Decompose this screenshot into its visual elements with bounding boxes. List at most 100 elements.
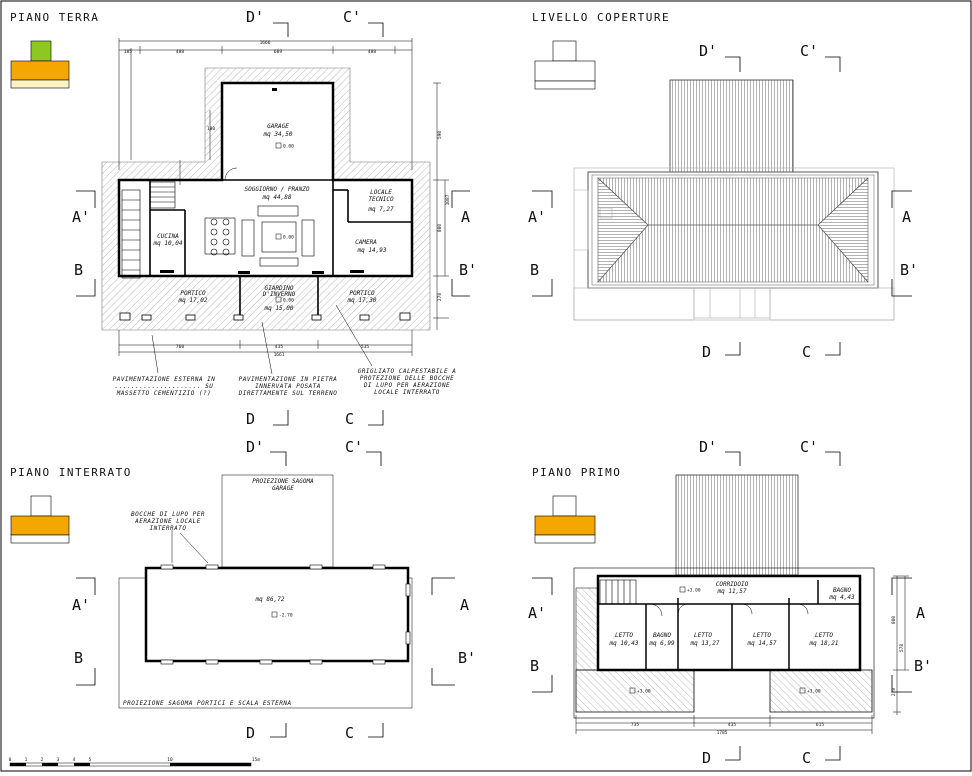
section-markers-terra [76,22,470,426]
light-wells [160,564,411,665]
svg-text:A': A' [72,208,90,226]
level-tag-garage: 0.00 [283,144,294,150]
section-labels-terra: D' C' A' B A B' D C [72,8,477,428]
room-portico-w-name: PORTICO [180,290,206,297]
svg-text:A: A [460,596,469,614]
svg-text:B': B' [458,649,476,667]
svg-text:800: 800 [437,224,443,232]
svg-text:3: 3 [57,757,60,763]
svg-text:15m: 15m [252,757,260,763]
svg-text:A: A [461,208,470,226]
portico-pillars [119,312,411,321]
ground-floor-stair [121,181,176,279]
svg-text:A: A [902,208,911,226]
room-giardino-area: mq 15,00 [264,305,294,312]
svg-text:mq 18,21: mq 18,21 [809,640,839,647]
svg-text:278: 278 [437,293,443,301]
room-camera-area: mq 14,93 [357,247,387,254]
garage-roof [669,79,794,173]
svg-text:PAVIMENTAZIONE ESTERNA IN: PAVIMENTAZIONE ESTERNA IN [113,376,216,383]
primo-title: PIANO PRIMO [532,466,621,479]
svg-text:1666: 1666 [260,40,271,46]
svg-text:C: C [345,724,354,742]
interior-walls [149,179,412,318]
section-labels-interrato: D' C' A' B A B' D C [72,438,476,742]
roof-porticos [573,189,895,321]
section-markers-roof [532,56,912,356]
svg-text:B: B [530,657,539,675]
svg-text:mq 13,27: mq 13,27 [690,640,720,647]
openings [160,88,364,274]
svg-text:PROIEZIONE SAGOMA: PROIEZIONE SAGOMA [252,478,314,485]
svg-text:D': D' [246,8,264,26]
svg-text:1661: 1661 [274,352,285,358]
svg-text:LETTO: LETTO [615,632,633,639]
svg-text:C: C [802,749,811,767]
svg-text:-2.70: -2.70 [279,613,293,619]
svg-text:180: 180 [207,126,215,132]
notes: PAVIMENTAZIONE ESTERNA IN ..............… [113,368,456,397]
svg-text:C: C [802,343,811,361]
level-tag-living: 0.00 [283,235,294,241]
svg-text:+3.00: +3.00 [687,588,701,594]
room-cucina-area: mq 10,04 [153,240,183,247]
section-labels-roof: D' C' A' B A B' D C [528,42,918,361]
livello-coperture-plan: LIVELLO COPERTURE [528,11,918,361]
svg-text:435: 435 [275,344,283,350]
svg-text:mq 10,43: mq 10,43 [609,640,639,647]
note-leaders [151,304,373,375]
svg-text:590: 590 [437,131,443,139]
svg-text:mq 4,43: mq 4,43 [828,594,855,601]
svg-text:DI LUPO PER AERAZIONE: DI LUPO PER AERAZIONE [363,382,450,389]
svg-text:C': C' [800,42,818,60]
primo-door-swings [649,603,809,617]
level-tag-giardino: 0.00 [283,298,294,304]
svg-text:1: 1 [25,757,28,763]
primo-roof-outline [573,567,875,719]
svg-text:D': D' [699,42,717,60]
room-camera-name: CAMERA [355,239,377,246]
svg-text:435: 435 [728,722,736,728]
room-giardino-name: GIARDINO [265,285,294,292]
svg-text:LETTO: LETTO [815,632,833,639]
primo-room-labels: CORRIDOIO mq 11,57 BAGNO mq 4,43 LETTO m… [609,581,855,647]
svg-text:185: 185 [124,49,132,55]
primo-interior-walls [598,580,860,670]
section-labels-primo: D' C' A' B A B' D C [528,438,932,767]
interrato-area: mq 86,72 [255,596,285,603]
svg-text:578: 578 [899,644,905,652]
svg-text:AERAZIONE LOCALE: AERAZIONE LOCALE [134,518,201,525]
svg-text:B: B [74,649,83,667]
level-tags: 0.00 0.00 0.00 [275,142,294,304]
svg-text:D: D [702,749,711,767]
svg-text:INNERVATA POSATA: INNERVATA POSATA [255,383,321,390]
piano-primo-plan: PIANO PRIMO [528,438,932,767]
coperture-title: LIVELLO COPERTURE [532,11,670,24]
svg-text:B: B [74,261,83,279]
svg-text:A': A' [72,596,90,614]
svg-text:B': B' [914,657,932,675]
piano-terra-plan: PIANO TERRA [10,8,477,428]
room-portico-e-area: mq 17,30 [347,297,377,304]
room-garage-area: mq 34,50 [263,131,293,138]
svg-text:BAGNO: BAGNO [653,632,671,639]
room-cucina-name: CUCINA [157,233,179,240]
svg-text:689: 689 [274,49,282,55]
svg-text:1087: 1087 [445,194,451,205]
svg-text:PROTEZIONE DELLE BOCCHE: PROTEZIONE DELLE BOCCHE [360,375,455,382]
svg-text:LOCALE INTERRATO: LOCALE INTERRATO [374,389,440,396]
primo-walls [596,574,862,672]
svg-text:800: 800 [891,616,897,624]
svg-text:B: B [530,261,539,279]
dimension-lines [118,38,449,356]
svg-text:A': A' [528,604,546,622]
svg-text:D: D [702,343,711,361]
svg-text:MASSETTO CEMENTIZIO (?): MASSETTO CEMENTIZIO (?) [116,390,212,397]
room-portico-w-area: mq 17,02 [178,297,208,304]
svg-text:D': D' [699,438,717,456]
room-locale-area: mq 7,27 [367,206,394,213]
room-giardino-name2: D'INVERNO [262,291,296,298]
roof-outline-outer [573,167,895,321]
svg-text:D': D' [246,438,264,456]
